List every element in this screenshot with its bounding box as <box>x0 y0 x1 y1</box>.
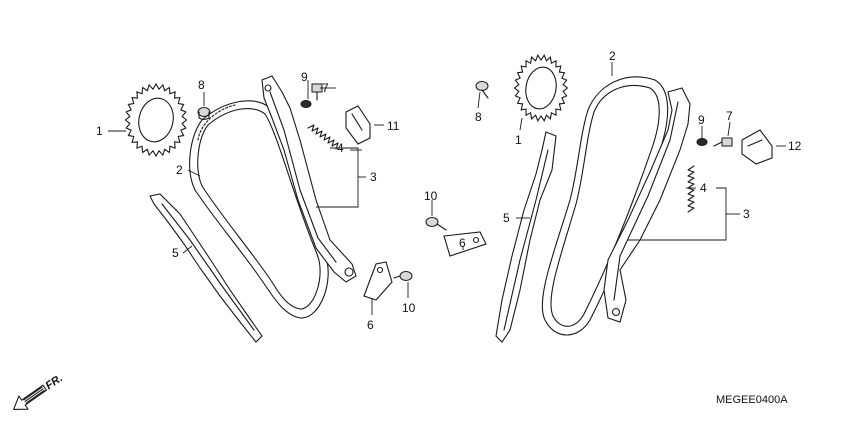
callout-6-lower: 6 <box>367 318 374 332</box>
callout-10-upper: 10 <box>424 189 438 203</box>
cam-sprocket-right <box>513 54 569 122</box>
direction-label: FR. <box>44 372 65 392</box>
tensioner-arm-right <box>603 87 691 323</box>
callout-5-left: 5 <box>172 246 179 260</box>
callout-9-left: 9 <box>301 70 308 84</box>
callout-3-right: 3 <box>743 207 750 221</box>
callout-10-lower: 10 <box>402 301 416 315</box>
callout-8-right: 8 <box>475 110 482 124</box>
callout-7-right: 7 <box>726 109 733 123</box>
plate-6-lower <box>363 261 393 301</box>
tensioner-arm-left <box>261 75 357 283</box>
callout-3-left: 3 <box>370 170 377 184</box>
washer-9-left <box>300 100 312 108</box>
bolt-10-upper <box>425 217 447 231</box>
bolt-8-left <box>197 107 211 121</box>
center-parts <box>363 217 487 301</box>
callout-4-left: 4 <box>337 141 344 155</box>
bolt-7-right <box>713 137 733 147</box>
washer-9-right <box>696 138 708 146</box>
chain-guide-right <box>495 131 557 343</box>
plate-6-upper <box>443 231 487 257</box>
diagram-code: MEGEE0400A <box>716 394 788 406</box>
left-assembly <box>124 75 371 343</box>
callout-6-upper: 6 <box>459 236 466 250</box>
bolt-8-right <box>475 81 489 99</box>
callout-1-right: 1 <box>515 133 522 147</box>
callout-9-right: 9 <box>698 113 705 127</box>
bolt-7-left <box>311 83 323 101</box>
part-12 <box>741 129 773 165</box>
callout-4-right: 4 <box>700 181 707 195</box>
callout-8-left: 8 <box>198 78 205 92</box>
part-11 <box>345 105 371 145</box>
callouts: 1 2 3 4 5 7 8 9 11 6 6 10 10 1 2 3 4 5 7… <box>96 49 802 332</box>
leader-lines <box>108 62 786 315</box>
right-assembly <box>475 54 773 343</box>
bolt-10-lower <box>393 271 413 281</box>
cam-sprocket-left <box>124 82 188 158</box>
spring-right <box>687 165 695 213</box>
cam-chain-right <box>541 76 669 336</box>
callout-7-left: 7 <box>322 81 329 95</box>
callout-12: 12 <box>788 139 802 153</box>
spring-left <box>307 124 339 150</box>
callout-5-right: 5 <box>503 211 510 225</box>
front-direction-indicator: FR. <box>13 372 65 411</box>
callout-1-left: 1 <box>96 124 103 138</box>
chain-guide-left <box>149 193 263 343</box>
callout-2-right: 2 <box>609 49 616 63</box>
callout-2-left: 2 <box>176 163 183 177</box>
callout-11: 11 <box>387 119 400 133</box>
